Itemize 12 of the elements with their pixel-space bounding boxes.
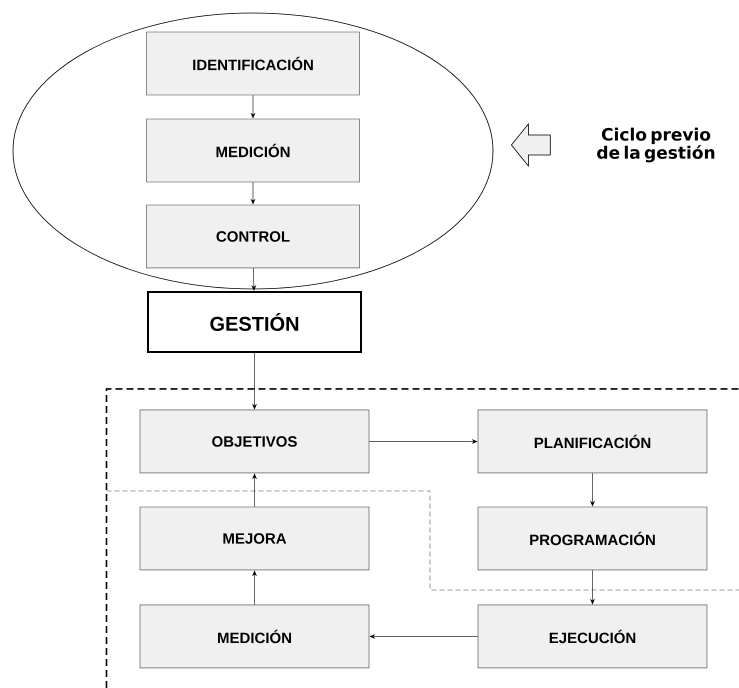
process-box: IDENTIFICACIÓN (146, 32, 360, 96)
management-box: GESTIÓN (147, 291, 362, 353)
process-box: PROGRAMACIÓN (478, 506, 708, 570)
side-note: Ciclo previo de la gestión (597, 128, 714, 162)
ellipse-outline (12, 12, 494, 290)
process-box: PLANIFICACIÓN (478, 410, 708, 474)
process-box: MEDICIÓN (146, 118, 360, 182)
process-box: MEJORA (140, 506, 370, 570)
process-box: CONTROL (146, 204, 360, 268)
process-box: MEDICIÓN (140, 604, 370, 668)
process-box: OBJETIVOS (140, 410, 370, 474)
process-box: EJECUCIÓN (478, 604, 708, 668)
